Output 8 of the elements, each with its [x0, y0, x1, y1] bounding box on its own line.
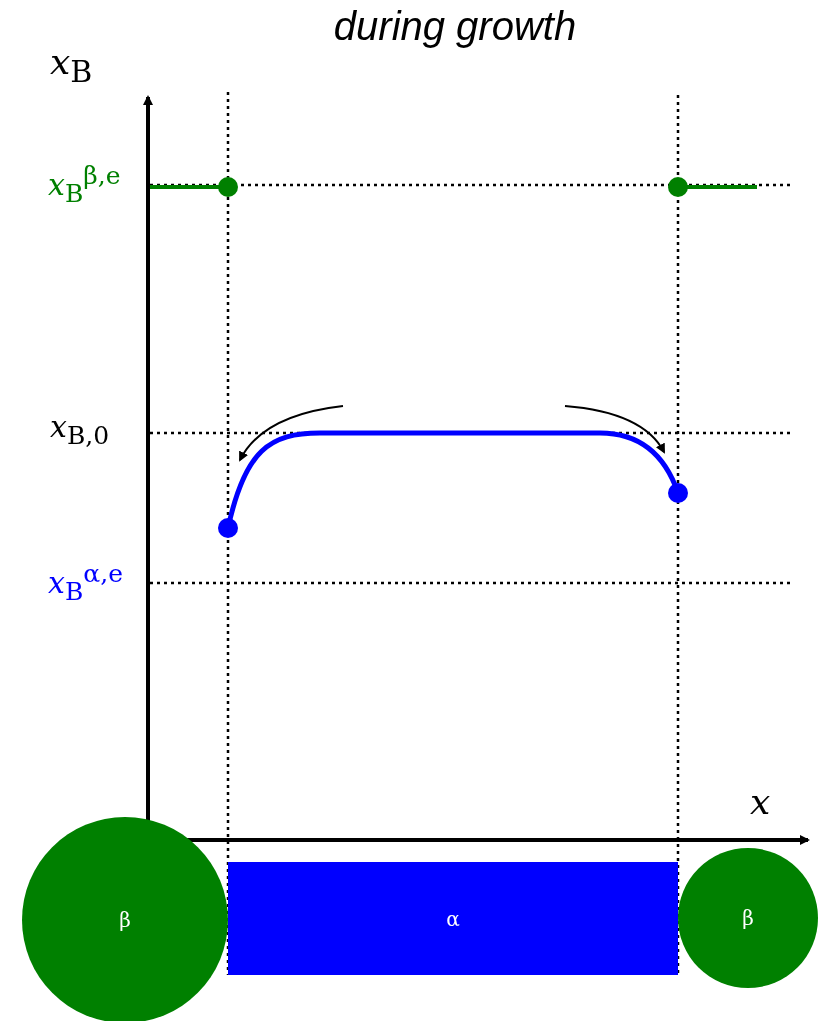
tick-label: x$_{B,0}$: [50, 410, 110, 450]
axis-label: x$_{B}$: [50, 42, 93, 89]
phase-label: β: [119, 908, 131, 932]
diagram-title: during growth: [333, 4, 577, 49]
axis-label: x: [750, 782, 771, 822]
phase-label: α: [446, 906, 460, 931]
phase-label: β: [742, 906, 754, 930]
phase-bar: [228, 862, 678, 975]
